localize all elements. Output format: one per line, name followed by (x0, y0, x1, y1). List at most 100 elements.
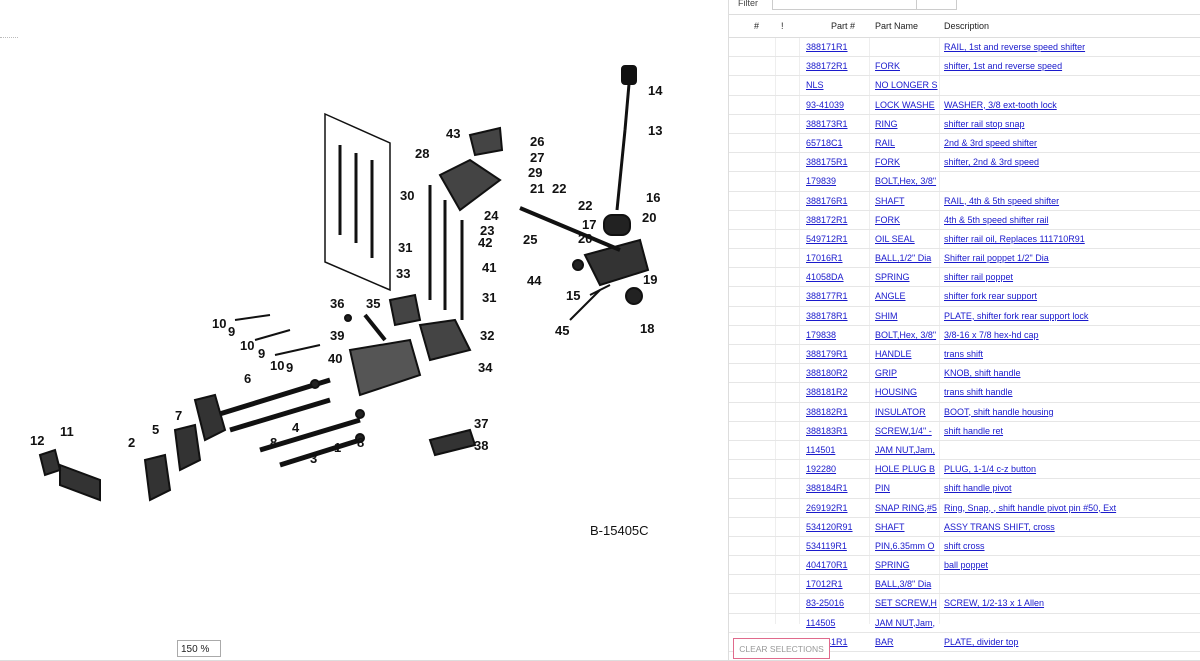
row-description-link[interactable]: KNOB, shift handle (944, 368, 1021, 379)
clear-selections-button[interactable]: CLEAR SELECTIONS (733, 638, 830, 659)
row-part-number-link[interactable]: 269192R1 (806, 502, 848, 513)
row-description-link[interactable]: WASHER, 3/8 ext-tooth lock (944, 99, 1057, 110)
row-part-number-link[interactable]: 388171R1 (806, 42, 848, 52)
table-row[interactable]: 17388183R1SCREW,1/4" -shift handle ret (729, 422, 1200, 441)
callout-10c[interactable]: 10 (270, 358, 284, 373)
table-row[interactable]: 23404170R1SPRINGball poppet (729, 556, 1200, 576)
callout-21[interactable]: 21 (530, 181, 544, 196)
callout-24[interactable]: 24 (484, 208, 499, 223)
callout-13[interactable]: 13 (648, 123, 662, 138)
callout-18[interactable]: 18 (640, 321, 654, 336)
table-row[interactable]: 114501 JAM NUT,Jam, (729, 441, 1200, 461)
table-row[interactable]: 465718C1RAIL2nd & 3rd speed shifter (729, 134, 1200, 154)
row-description-link[interactable]: RAIL, 1st and reverse speed shifter (944, 42, 1086, 52)
row-part-number-link[interactable]: 65718C1 (806, 137, 843, 148)
table-row[interactable]: 13388179R1HANDLEtrans shift (729, 345, 1200, 365)
callout-23[interactable]: 23 (480, 223, 494, 238)
row-part-number-link[interactable]: 17012R1 (806, 579, 843, 590)
callout-15[interactable]: 15 (566, 288, 580, 303)
table-row[interactable]: 21534120R91SHAFTASSY TRANS SHIFT, cross (729, 518, 1200, 537)
row-part-name-link[interactable]: BALL,1/2" Dia (875, 253, 932, 264)
callout-7[interactable]: 7 (175, 408, 182, 423)
callout-29[interactable]: 29 (528, 165, 542, 180)
callout-37[interactable]: 37 (474, 416, 488, 431)
row-part-name-link[interactable]: HANDLE (875, 349, 912, 359)
row-description-link[interactable]: 4th & 5th speed shifter rail (944, 214, 1049, 225)
row-part-number-link[interactable]: 388180R2 (806, 368, 848, 379)
row-description-link[interactable]: BOOT, shift handle housing (944, 406, 1054, 417)
callout-9[interactable]: 9 (228, 324, 235, 339)
row-description-link[interactable]: Ring, Snap, , shift handle pivot pin #50… (944, 502, 1117, 513)
row-description-link[interactable]: shift cross (944, 540, 985, 551)
row-part-number-link[interactable]: 114501 (806, 444, 836, 455)
row-part-name-link[interactable]: SHAFT (875, 195, 905, 206)
row-part-number-link[interactable]: 388173R1 (806, 118, 848, 129)
row-part-name-link[interactable]: JAM NUT,Jam, (875, 444, 936, 455)
header-num[interactable]: # (754, 21, 760, 31)
table-row[interactable]: 11388177R1ANGLEshifter fork rear support (729, 287, 1200, 307)
table-row[interactable]: 15388181R2HOUSINGtrans shift handle (729, 383, 1200, 403)
row-part-name-link[interactable]: HOLE PLUG B (875, 464, 936, 475)
row-description-link[interactable]: shifter, 2nd & 3rd speed (944, 157, 1040, 168)
row-part-name-link[interactable]: RAIL (875, 137, 896, 148)
row-part-name-link[interactable]: FORK (875, 157, 901, 168)
callout-6[interactable]: 6 (244, 371, 251, 386)
row-part-number-link[interactable]: 534119R1 (806, 540, 847, 551)
table-row[interactable]: 1041058DASPRINGshifter rail poppet (729, 268, 1200, 288)
row-description-link[interactable]: PLATE, divider top (944, 636, 1019, 647)
row-part-name-link[interactable]: FORK (875, 214, 901, 225)
row-part-number-link[interactable]: 388182R1 (806, 406, 848, 417)
callout-32[interactable]: 32 (480, 328, 494, 343)
callout-1[interactable]: 1 (334, 440, 341, 455)
row-part-number-link[interactable]: 388172R1 (806, 214, 848, 225)
filter-input[interactable] (772, 0, 917, 10)
callout-22[interactable]: 22 (552, 181, 566, 196)
row-description-link[interactable]: shift handle ret (944, 425, 1004, 436)
row-description-link[interactable]: SCREW, 1/2-13 x 1 Allen (944, 598, 1045, 609)
table-row[interactable]: 6388176R1SHAFTRAIL, 4th & 5th speed shif… (729, 192, 1200, 211)
callout-12[interactable]: 12 (30, 433, 44, 448)
filter-button[interactable] (917, 0, 957, 10)
callout-5[interactable]: 5 (152, 422, 159, 437)
callout-41[interactable]: 41 (482, 260, 496, 275)
row-description-link[interactable]: shifter rail poppet (944, 272, 1014, 283)
table-row[interactable]: 19388184R1PINshift handle pivot (729, 479, 1200, 499)
row-part-number-link[interactable]: 93-41039 (806, 99, 845, 110)
callout-19[interactable]: 19 (643, 272, 657, 287)
table-row[interactable]: 7388172R1FORK4th & 5th speed shifter rai… (729, 211, 1200, 230)
row-description-link[interactable]: ball poppet (944, 560, 989, 571)
callout-20[interactable]: 20 (642, 210, 656, 225)
callout-44[interactable]: 44 (527, 273, 542, 288)
callout-28[interactable]: 28 (415, 146, 429, 161)
parts-diagram[interactable]: 14 13 43 26 28 27 29 30 21 22 16 24 22 2… (0, 0, 728, 661)
row-description-link[interactable]: ASSY TRANS SHIFT, cross (944, 521, 1055, 532)
row-part-number-link[interactable]: 114505 (806, 617, 836, 628)
callout-34[interactable]: 34 (478, 360, 493, 375)
table-row[interactable]: 5388175R1FORKshifter, 2nd & 3rd speed (729, 153, 1200, 173)
row-part-name-link[interactable]: SET SCREW,H (875, 598, 937, 609)
row-part-name-link[interactable]: SHAFT (875, 521, 905, 532)
callout-31[interactable]: 31 (398, 240, 412, 255)
row-description-link[interactable]: shifter, 1st and reverse speed (944, 61, 1063, 72)
callout-30[interactable]: 30 (400, 188, 414, 203)
callout-25[interactable]: 25 (523, 232, 537, 247)
row-part-number-link[interactable]: 388181R2 (806, 387, 848, 398)
row-part-name-link[interactable]: SNAP RING,#5 (875, 502, 937, 513)
callout-33[interactable]: 33 (396, 266, 410, 281)
callout-20b[interactable]: 20 (578, 231, 592, 246)
callout-10b[interactable]: 10 (240, 338, 254, 353)
row-part-number-link[interactable]: 404170R1 (806, 560, 848, 571)
row-part-number-link[interactable]: 83-25016 (806, 598, 845, 609)
table-row[interactable]: 1388171R1RAIL, 1st and reverse speed shi… (729, 38, 1200, 58)
row-part-name-link[interactable]: NO LONGER S (875, 80, 938, 91)
row-part-name-link[interactable]: SPRING (875, 560, 910, 571)
row-description-link[interactable]: Shifter rail poppet 1/2" Dia (944, 253, 1049, 264)
row-part-name-link[interactable]: FORK (875, 61, 901, 72)
row-part-name-link[interactable]: PIN,6.35mm O (875, 540, 935, 551)
